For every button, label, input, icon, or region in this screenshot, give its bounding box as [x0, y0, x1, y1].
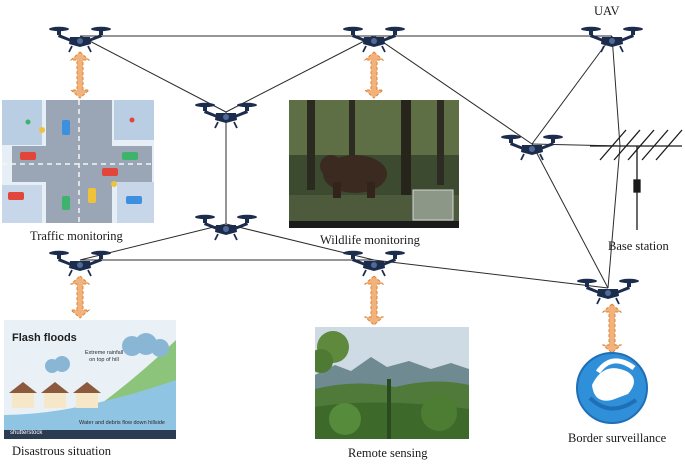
- link-d1-d4: [79, 35, 227, 113]
- drone-icon: [48, 249, 112, 277]
- drone-icon: [342, 249, 406, 277]
- drone-icon: [48, 25, 112, 53]
- disastrous-situation-image: Flash floods Extreme rainfall on top of …: [4, 320, 176, 439]
- arrow-disaster: [69, 275, 91, 319]
- network-links: [79, 35, 621, 289]
- remote-sensing-image: [315, 327, 469, 439]
- link-d3-ant: [611, 35, 621, 147]
- disastrous-situation-label: Disastrous situation: [12, 444, 111, 458]
- traffic-monitoring-label: Traffic monitoring: [30, 229, 123, 243]
- flash-flood-illustration: [4, 320, 176, 439]
- drone-icon: [500, 133, 564, 161]
- wildlife-photo: [289, 100, 459, 228]
- flash-floods-title: Flash floods: [12, 332, 77, 344]
- link-d9-ant: [607, 145, 621, 289]
- globe-icon: [576, 352, 648, 424]
- wildlife-monitoring-label: Wildlife monitoring: [320, 233, 420, 247]
- wildlife-monitoring-image: [289, 100, 459, 228]
- remote-sensing-photo: [315, 327, 469, 439]
- flow-note: Water and debris flow down hillside: [78, 420, 165, 426]
- base-station-label: Base station: [608, 239, 669, 253]
- link-d8-d9: [373, 259, 609, 289]
- remote-sensing-label: Remote sensing: [348, 446, 428, 460]
- link-d5-d3: [531, 35, 613, 145]
- antenna-icon: [590, 129, 683, 230]
- arrow-remote: [363, 275, 385, 326]
- stock-brand: shutterstock: [10, 430, 43, 436]
- drone-icon: [342, 25, 406, 53]
- drone-icon: [580, 25, 644, 53]
- rainfall-note-line-2: on top of hill: [89, 357, 119, 363]
- arrow-border: [601, 303, 623, 354]
- link-d2-d5: [373, 35, 533, 145]
- link-d9-d5: [531, 143, 609, 289]
- arrow-traffic: [69, 51, 91, 99]
- rainfall-note-line-1: Extreme rainfall: [84, 350, 124, 356]
- link-d4-d2: [225, 35, 375, 113]
- rainfall-note: Extreme rainfall on top of hill: [80, 350, 128, 364]
- uav-label: UAV: [594, 4, 620, 18]
- border-surveillance-label: Border surveillance: [568, 431, 667, 445]
- traffic-illustration: [2, 100, 154, 223]
- traffic-monitoring-image: [2, 100, 154, 223]
- data-link-arrows: [69, 51, 623, 354]
- arrow-wildlife: [363, 51, 385, 99]
